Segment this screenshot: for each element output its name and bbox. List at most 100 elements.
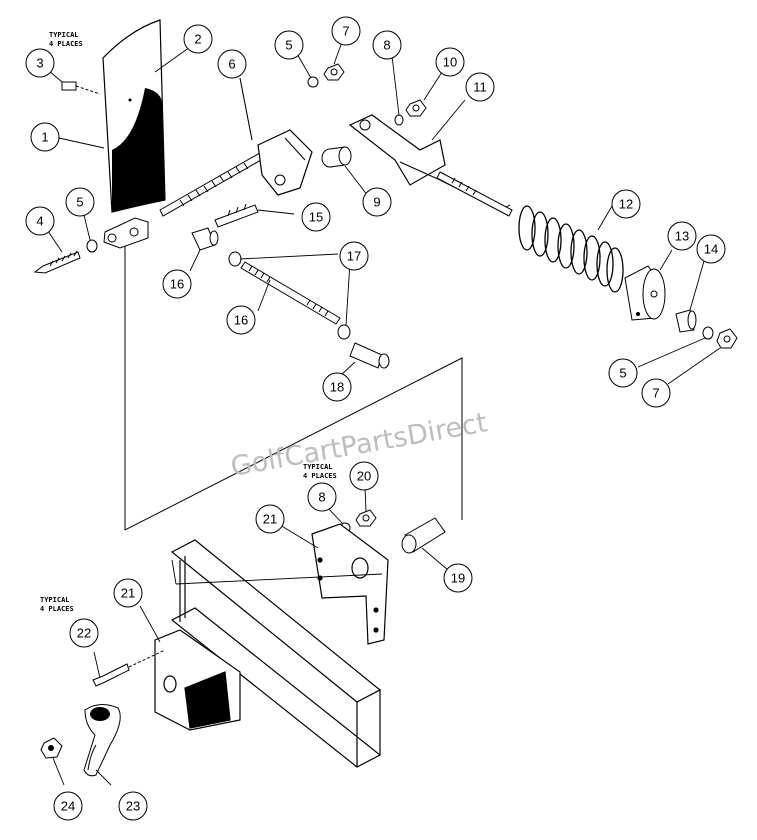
bracket-21-right xyxy=(311,523,389,645)
washer-5-right xyxy=(702,326,714,340)
svg-text:21: 21 xyxy=(121,586,135,601)
frame-outline-2 xyxy=(124,357,463,531)
svg-text:8: 8 xyxy=(318,490,325,505)
callout-5-left: 5 xyxy=(65,187,95,217)
svg-text:8: 8 xyxy=(383,38,390,53)
nut-7-top xyxy=(323,63,345,81)
nut-17-bottom xyxy=(337,324,351,340)
nut-7-right xyxy=(716,328,738,349)
note-typical-bottom-left: TYPICAL 4 PLACES xyxy=(40,596,74,613)
svg-text:TYPICAL: TYPICAL xyxy=(40,596,70,604)
callout-2: 2 xyxy=(183,24,213,54)
callout-1: 1 xyxy=(30,122,60,152)
link-rod-16 xyxy=(240,261,341,325)
svg-text:15: 15 xyxy=(309,210,323,225)
callout-9: 9 xyxy=(362,187,392,217)
svg-text:TYPICAL: TYPICAL xyxy=(49,31,79,39)
bolt-4 xyxy=(33,250,81,274)
svg-text:4 PLACES: 4 PLACES xyxy=(303,472,337,480)
screw-3 xyxy=(61,81,101,95)
svg-text:11: 11 xyxy=(473,80,487,95)
accelerator-pedal xyxy=(102,19,166,213)
note-typical-middle: TYPICAL 4 PLACES xyxy=(303,463,337,480)
svg-text:4 PLACES: 4 PLACES xyxy=(40,605,74,613)
callout-5-top: 5 xyxy=(274,30,304,60)
callouts: 1 2 3 4 5 6 5 7 8 10 11 9 12 13 14 15 16… xyxy=(25,16,726,821)
svg-text:TYPICAL: TYPICAL xyxy=(303,463,333,471)
nut-20 xyxy=(355,509,377,527)
svg-text:5: 5 xyxy=(76,195,83,210)
bushing-9 xyxy=(321,146,352,168)
bolt-22 xyxy=(92,649,166,687)
note-typical-top-left: TYPICAL 4 PLACES xyxy=(49,31,83,48)
svg-text:13: 13 xyxy=(675,229,689,244)
bushing-19 xyxy=(401,517,446,554)
spring-cup-13 xyxy=(624,265,666,321)
pedal-pivot xyxy=(103,217,149,249)
svg-text:18: 18 xyxy=(330,380,344,395)
svg-text:7: 7 xyxy=(652,386,659,401)
callout-14: 14 xyxy=(696,234,726,264)
svg-text:9: 9 xyxy=(373,195,380,210)
spring-12 xyxy=(518,205,624,293)
callout-15: 15 xyxy=(301,202,331,232)
callout-20: 20 xyxy=(349,461,379,491)
svg-text:6: 6 xyxy=(228,57,235,72)
callout-6: 6 xyxy=(217,49,247,79)
callout-10: 10 xyxy=(435,47,465,77)
svg-text:12: 12 xyxy=(619,197,633,212)
svg-text:21: 21 xyxy=(263,512,277,527)
callout-21-right: 21 xyxy=(255,504,285,534)
leader-lines xyxy=(47,41,721,786)
callout-23: 23 xyxy=(118,791,148,821)
svg-text:17: 17 xyxy=(347,249,361,264)
svg-text:2: 2 xyxy=(194,32,201,47)
callout-19: 19 xyxy=(443,563,473,593)
callout-24: 24 xyxy=(53,791,83,821)
svg-text:5: 5 xyxy=(619,366,626,381)
svg-text:4 PLACES: 4 PLACES xyxy=(49,40,83,48)
callout-4: 4 xyxy=(25,206,55,236)
rod-end-18 xyxy=(349,342,390,369)
svg-text:5: 5 xyxy=(285,38,292,53)
callout-17: 17 xyxy=(339,241,369,271)
bracket-21-left xyxy=(154,629,241,731)
callout-22: 22 xyxy=(69,618,99,648)
svg-text:10: 10 xyxy=(443,55,457,70)
svg-text:20: 20 xyxy=(357,469,371,484)
nut-17-top xyxy=(228,251,242,267)
callout-16-top: 16 xyxy=(162,269,192,299)
svg-text:23: 23 xyxy=(126,799,140,814)
callout-11: 11 xyxy=(465,72,495,102)
callout-16-mid: 16 xyxy=(226,305,256,335)
frame-rail xyxy=(170,539,382,768)
svg-text:3: 3 xyxy=(36,56,43,71)
bumper-23 xyxy=(83,704,121,777)
svg-text:1: 1 xyxy=(41,130,48,145)
callout-18: 18 xyxy=(322,372,352,402)
washer-5-left xyxy=(86,239,98,253)
rod-end-16-top xyxy=(191,227,219,251)
svg-text:16: 16 xyxy=(234,313,248,328)
svg-text:22: 22 xyxy=(77,626,91,641)
callout-12: 12 xyxy=(611,189,641,219)
throttle-rod-6 xyxy=(159,129,313,217)
lever-arm-11 xyxy=(348,114,513,217)
svg-text:19: 19 xyxy=(451,571,465,586)
washer-8-top xyxy=(394,114,404,126)
callout-8-top: 8 xyxy=(372,30,402,60)
callout-5-right: 5 xyxy=(608,358,638,388)
callout-8-middle: 8 xyxy=(307,482,337,512)
callout-13: 13 xyxy=(667,221,697,251)
svg-text:14: 14 xyxy=(704,242,718,257)
svg-text:16: 16 xyxy=(170,277,184,292)
spacer-14 xyxy=(675,309,697,333)
nut-10 xyxy=(405,99,427,117)
stud-15 xyxy=(214,203,259,228)
svg-text:7: 7 xyxy=(342,24,349,39)
washer-5-top xyxy=(307,76,319,88)
callout-21-left: 21 xyxy=(113,578,143,608)
nut-24 xyxy=(40,737,63,759)
callout-3: 3 xyxy=(25,48,55,78)
